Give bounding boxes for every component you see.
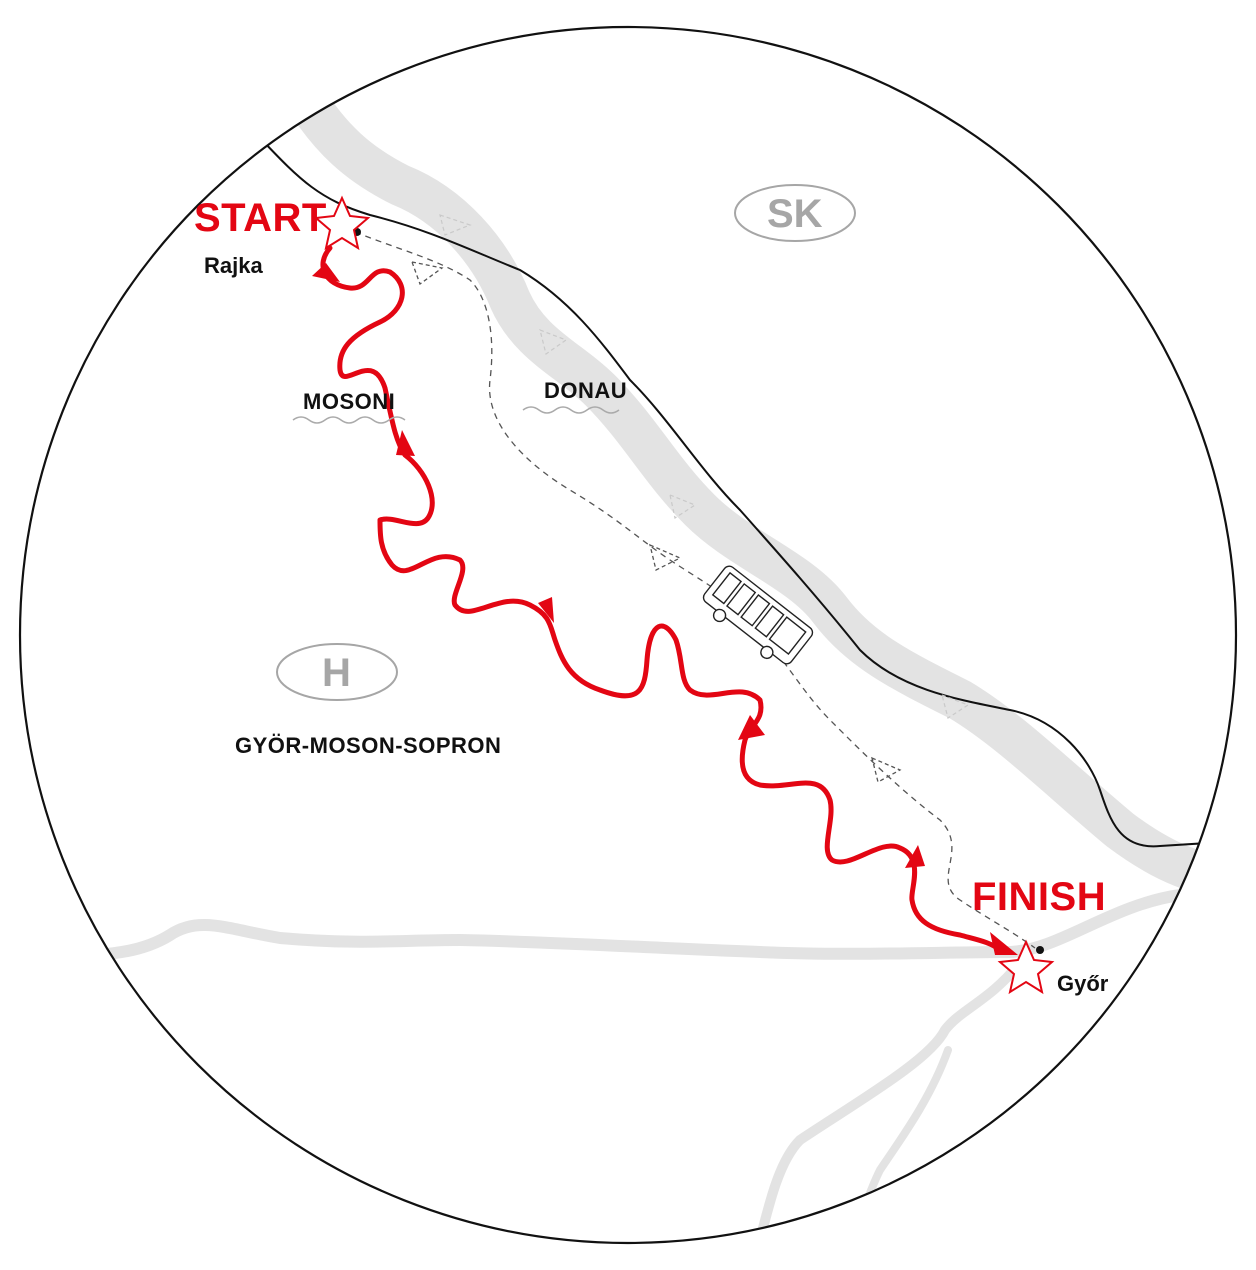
country-badge-sk: SK [767,192,823,236]
gyor-label: Győr [1057,971,1109,996]
direction-arrow-icon [312,263,1018,955]
border-line [261,139,1236,848]
country-badge-h: H [322,651,351,695]
country-badge-sk-shape [734,184,856,242]
tent-icon-faint [439,214,970,719]
gyor-dot [1036,946,1044,954]
finish-star-icon [997,939,1055,995]
paddling-route [320,245,1003,953]
rajka-label: Rajka [204,253,263,278]
region-label: GYÖR-MOSON-SOPRON [235,733,502,758]
country-badge-h-shape [276,643,398,701]
start-star-icon [313,195,371,251]
finish-label: FINISH [972,875,1107,919]
road-south-a [755,960,1023,1243]
mosoni-river-label: MOSONI [303,389,396,414]
tent-icon [410,261,902,783]
waves-icon [522,406,620,414]
waves-icon [292,416,406,424]
donau-river-label: DONAU [544,378,628,403]
start-label: START [194,196,327,240]
map-frame [18,25,1238,1245]
support-bus-icon [702,565,814,665]
map-clip-group [20,69,1236,1243]
